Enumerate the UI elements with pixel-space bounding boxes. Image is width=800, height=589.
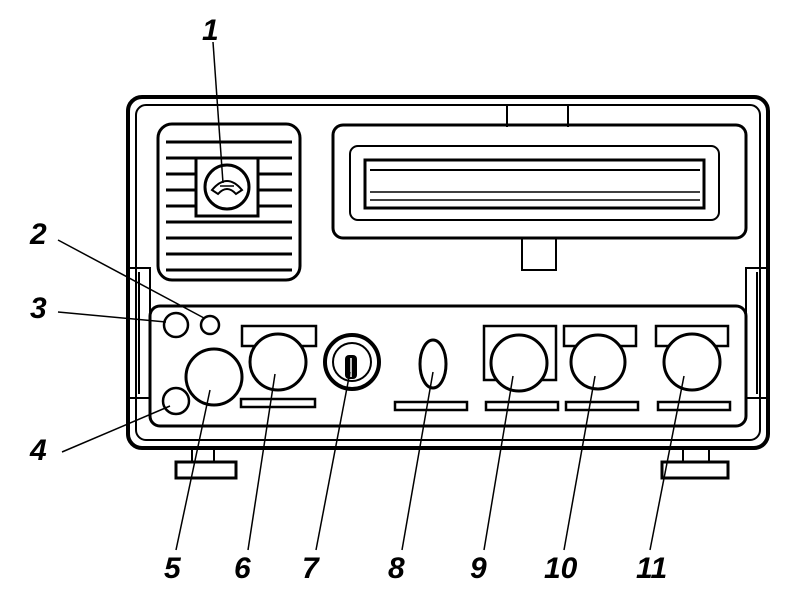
band-selector-knob [482,324,560,412]
callout-2: 2 [29,218,47,251]
speaker-grille [156,122,302,282]
tuning-knob [654,324,732,412]
leader-line-6 [247,373,276,551]
callout-8: 8 [388,552,405,585]
indicator-lamp [199,314,221,336]
leader-line-10 [563,375,596,551]
tuning-scale-window [331,123,748,271]
control-panel [148,304,748,428]
callout-9: 9 [470,552,487,585]
callout-7: 7 [302,552,320,585]
callout-labels: 1 2 3 4 5 6 7 8 9 10 11 [29,14,667,585]
key-switch [323,333,381,391]
headphone-jack [162,311,190,339]
leader-line-5 [175,389,211,551]
leader-line-2 [57,239,205,319]
leader-line-3 [57,311,167,323]
callout-3: 3 [30,292,47,325]
tone-knob [239,324,318,409]
leader-lines [57,41,685,551]
input-socket [161,386,191,416]
callout-1: 1 [202,14,219,47]
leader-line-11 [649,375,685,551]
leader-line-4 [61,405,171,453]
leader-line-8 [401,371,434,551]
callout-11: 11 [636,552,667,585]
callout-4: 4 [29,434,47,467]
fine-tuning-knob [562,324,640,412]
callout-5: 5 [164,552,182,585]
leader-line-9 [483,375,514,551]
leader-line-1 [212,41,224,184]
device-housing [126,95,770,480]
tuning-indicator [393,338,469,412]
volume-knob [184,347,244,407]
leader-line-7 [315,371,351,551]
callout-10: 10 [544,552,578,585]
callout-6: 6 [234,552,251,585]
